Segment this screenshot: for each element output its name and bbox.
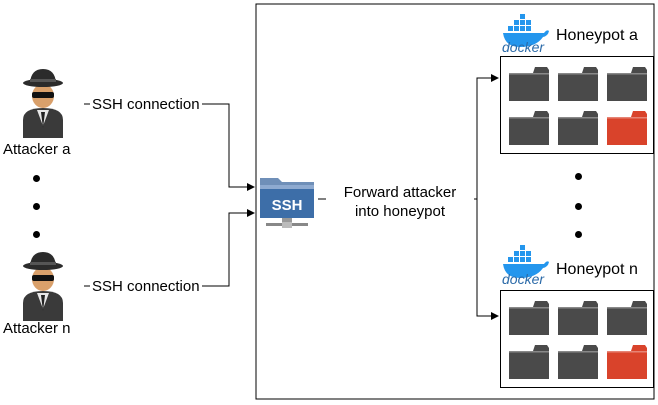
attacker-a-icon xyxy=(19,68,67,138)
ssh-connection-label-n: SSH connection xyxy=(90,278,202,295)
ssh-connection-label-a: SSH connection xyxy=(90,96,202,113)
folder-icon xyxy=(607,67,647,101)
honeypot-n-label: Honeypot n xyxy=(556,261,638,278)
folder-icon xyxy=(509,111,549,145)
ssh-link-a xyxy=(84,103,255,191)
folder-icon xyxy=(607,301,647,335)
ellipsis-dot xyxy=(33,231,40,238)
red-folder-icon xyxy=(607,111,647,145)
ellipsis-dot xyxy=(33,175,40,182)
ellipsis-dot xyxy=(575,173,582,180)
folder-icon xyxy=(558,111,598,145)
forward-label: Forward attacker into honeypot xyxy=(326,183,474,221)
folder-icon xyxy=(558,301,598,335)
attacker-n-icon xyxy=(19,251,67,321)
attacker-n-label: Attacker n xyxy=(3,320,71,337)
folder-icon xyxy=(509,301,549,335)
ssh-link-n xyxy=(84,209,255,287)
ssh-icon-text: SSH xyxy=(272,197,303,214)
ssh-server-icon: SSH xyxy=(258,172,316,230)
ellipsis-dot xyxy=(575,231,582,238)
honeypot-a-label: Honeypot a xyxy=(556,27,638,44)
folder-icon xyxy=(509,67,549,101)
folder-icon xyxy=(558,345,598,379)
forward-link-split-n xyxy=(476,199,499,320)
docker-logo-a xyxy=(500,14,550,56)
red-folder-icon xyxy=(607,345,647,379)
docker-logo-n xyxy=(500,245,550,287)
docker-text-a: docker xyxy=(502,39,545,55)
ellipsis-dot xyxy=(33,203,40,210)
forward-link-split xyxy=(471,74,499,200)
folder-icon xyxy=(509,345,549,379)
docker-text-n: docker xyxy=(502,271,545,287)
folder-icon xyxy=(558,67,598,101)
main-container-box xyxy=(255,3,655,400)
honeypot-a-box xyxy=(500,56,654,154)
honeypot-n-box xyxy=(500,290,654,388)
ellipsis-dot xyxy=(575,203,582,210)
attacker-a-label: Attacker a xyxy=(3,141,71,158)
